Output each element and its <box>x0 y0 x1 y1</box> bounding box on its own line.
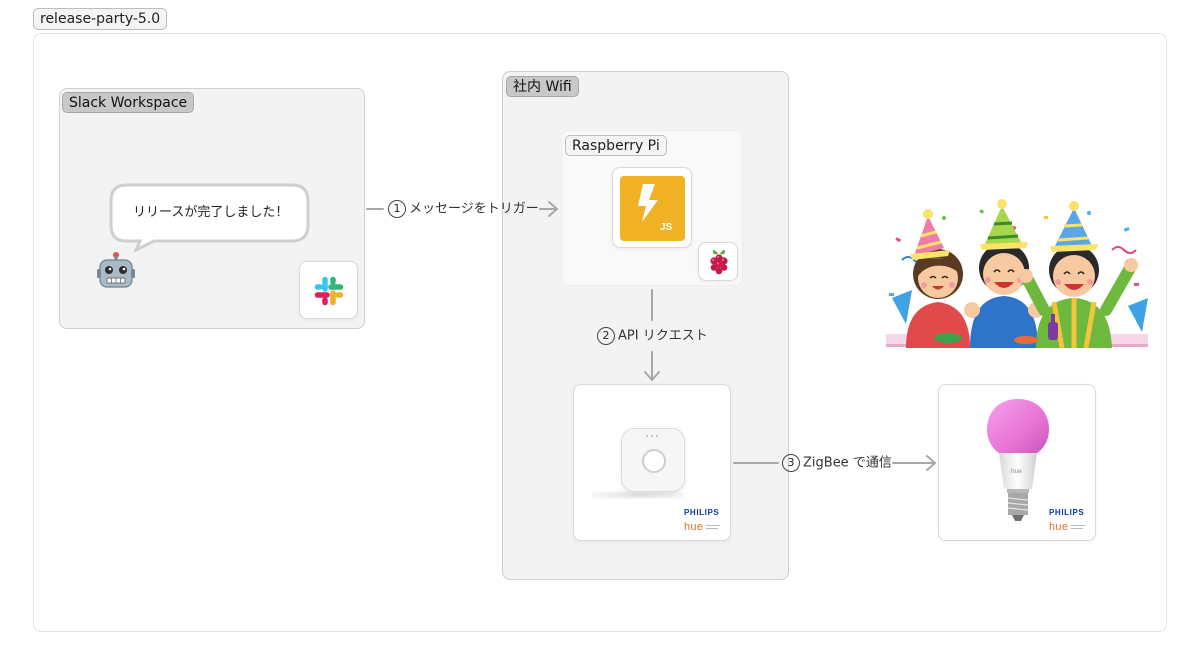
hue-bulb-icon: hue <box>987 399 1049 521</box>
svg-text:hue: hue <box>1011 468 1022 475</box>
hue-bridge-card: PHILIPS hue <box>573 384 731 541</box>
arrow-3-head <box>926 455 936 471</box>
slack-message-text: リリースが完了しました！ <box>133 205 289 220</box>
robot-icon <box>97 252 135 288</box>
frame-canvas <box>33 33 1167 632</box>
arrow-2-head <box>644 371 660 381</box>
bridge-leds <box>646 435 662 437</box>
pi-icon-card <box>698 242 738 281</box>
bridge-brand-text: PHILIPS <box>684 508 720 517</box>
bulb-brand-text: PHILIPS <box>1049 508 1085 517</box>
wifi-group-title: 社内 Wifi <box>506 76 579 97</box>
hue-bridge-device <box>621 428 685 492</box>
bulb-hue-logo: hue <box>1049 521 1089 535</box>
bridge-hue-logo: hue <box>684 521 724 535</box>
slack-app-card <box>299 261 358 319</box>
arrow-1-head <box>548 201 558 217</box>
speech-bubble <box>109 183 310 252</box>
slack-logo-icon <box>314 276 344 306</box>
party-people-illustration <box>886 199 1148 349</box>
hue-bulb-card: hue PHILIPS hue <box>938 384 1096 541</box>
js-badge-text: JS <box>660 222 673 233</box>
bridge-button <box>642 449 666 473</box>
app-card: JS <box>612 167 692 248</box>
slack-workspace-title: Slack Workspace <box>62 92 195 113</box>
bridge-shadow <box>592 491 684 499</box>
lightning-js-icon: JS <box>620 176 685 241</box>
raspberry-pi-title: Raspberry Pi <box>565 135 667 156</box>
raspberry-pi-icon <box>710 250 728 275</box>
frame-title: release-party-5.0 <box>33 8 168 30</box>
